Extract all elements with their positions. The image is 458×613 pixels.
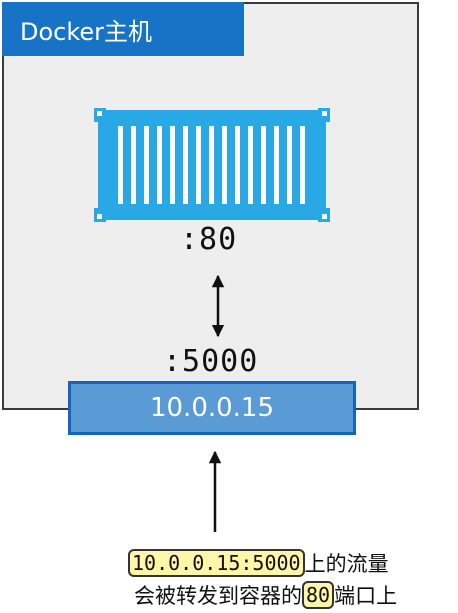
highlighted-container-port: 80 xyxy=(302,581,335,609)
note-line-2: 会被转发到容器的 80 端口上 xyxy=(128,580,458,610)
note-line-2-prefix: 会被转发到容器的 xyxy=(134,584,302,608)
host-ip-box: 10.0.0.15 xyxy=(68,381,356,435)
note-line-1: 10.0.0.15:5000 上的流量 xyxy=(128,548,458,578)
highlighted-host-address: 10.0.0.15:5000 xyxy=(128,549,305,577)
docker-host-title: Docker主机 xyxy=(2,2,244,56)
note-line-2-suffix: 端口上 xyxy=(334,584,398,608)
container-port-label: :80 xyxy=(180,222,238,257)
host-port-label: :5000 xyxy=(163,344,259,379)
explanation-note: 10.0.0.15:5000 上的流量 会被转发到容器的 80 端口上 xyxy=(128,548,458,610)
shipping-container-icon xyxy=(94,108,330,222)
note-line-1-text: 上的流量 xyxy=(304,552,389,576)
